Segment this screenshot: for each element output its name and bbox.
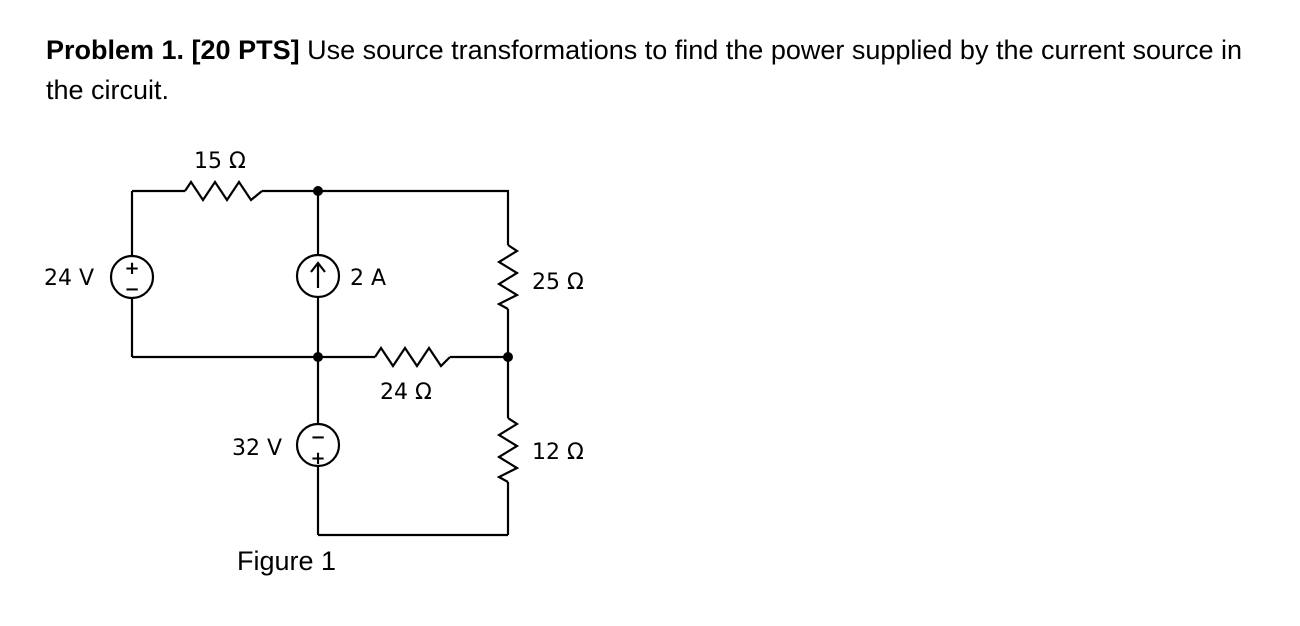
problem-heading: Problem 1. [20 PTS] <box>46 35 300 65</box>
resistor-12-ohm <box>496 417 520 483</box>
resistor-24-ohm <box>374 346 451 368</box>
label-25-ohm: 25 Ω <box>532 270 584 295</box>
junction-dots <box>313 186 513 362</box>
voltage-source-32v: − + <box>295 422 341 469</box>
voltage-source-32v-minus: − <box>310 427 325 448</box>
problem-statement: Problem 1. [20 PTS] Use source transform… <box>46 30 1276 110</box>
arrow-up-icon <box>310 261 326 288</box>
resistor-15-ohm <box>184 180 263 202</box>
label-12-ohm: 12 Ω <box>532 440 584 465</box>
junction-dot <box>313 352 323 362</box>
voltage-source-24v-circle <box>109 254 155 300</box>
resistor-25-ohm <box>496 244 520 310</box>
label-15-ohm: 15 Ω <box>194 149 246 174</box>
voltage-source-24v: + − <box>109 254 155 300</box>
problem-text: Use source transformations to find the p… <box>46 35 1243 105</box>
voltage-source-32v-circle <box>295 422 341 468</box>
wires <box>130 189 510 537</box>
voltage-source-32v-plus: + <box>310 448 325 469</box>
junction-dot <box>313 186 323 196</box>
figure-caption: Figure 1 <box>237 546 336 576</box>
label-32v: 32 V <box>232 436 282 461</box>
voltage-source-24v-plus: + <box>124 258 139 279</box>
label-2a: 2 A <box>350 266 386 291</box>
label-24-ohm: 24 Ω <box>380 380 432 405</box>
voltage-source-24v-minus: − <box>124 279 139 300</box>
wire-top <box>132 189 510 245</box>
current-source-2a <box>295 253 341 299</box>
junction-dot <box>503 352 513 362</box>
label-24v: 24 V <box>44 266 94 291</box>
